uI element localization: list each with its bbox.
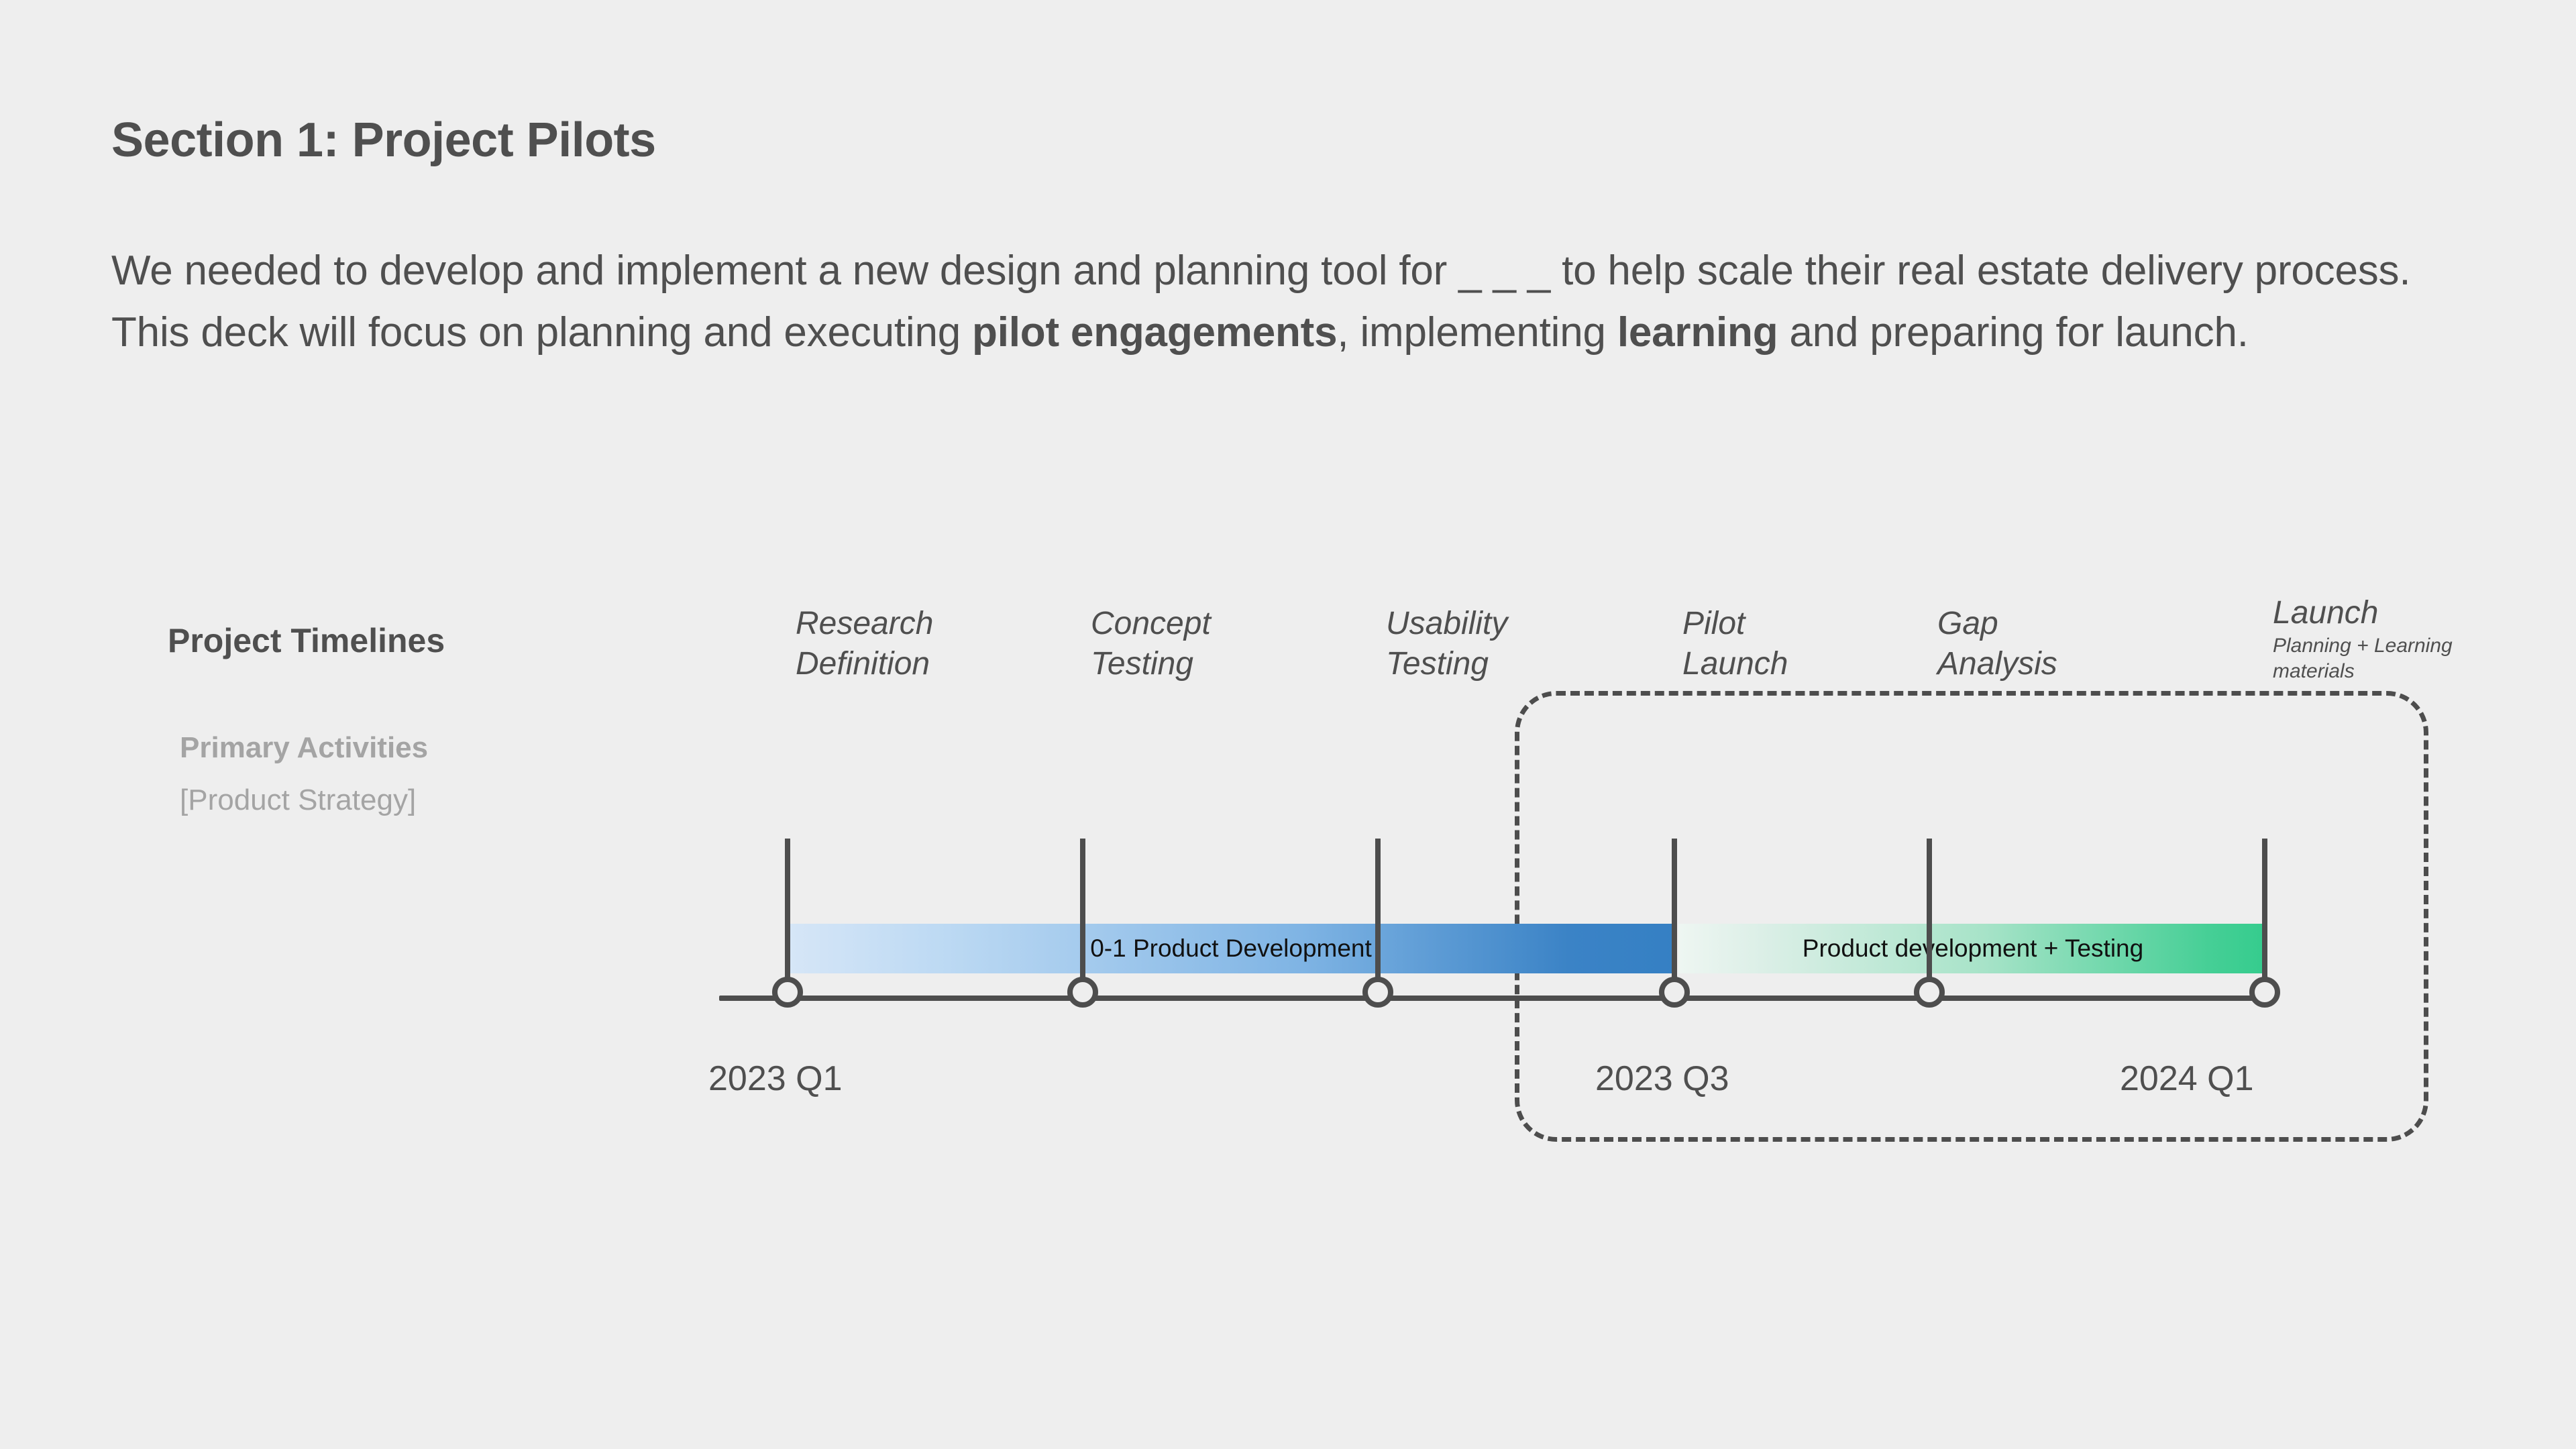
- milestone-stem: [1672, 839, 1677, 983]
- milestone-dot-icon: [1067, 977, 1098, 1008]
- pilot-phase-dashed-region: [1515, 691, 2428, 1142]
- intro-text-part4: and preparing for launch.: [1778, 309, 2249, 356]
- milestone-dot-icon: [1659, 977, 1690, 1008]
- intro-bold-learning: learning: [1617, 309, 1778, 356]
- milestone-sublabel: Planning + Learning materials: [2273, 635, 2453, 682]
- intro-paragraph: We needed to develop and implement a new…: [111, 240, 2446, 364]
- row-label-subtitle: [Product Strategy]: [180, 784, 417, 816]
- phase-bar-label: Product development + Testing: [1802, 934, 2144, 962]
- milestone-dot-icon: [772, 977, 803, 1008]
- axis-tick-label-2024-q1: 2024 Q1: [2120, 1059, 2254, 1098]
- milestone-stem: [1080, 839, 1085, 983]
- intro-text-part1: We needed to develop and implement a new…: [111, 248, 1459, 294]
- row-label-title: Primary Activities: [180, 731, 429, 764]
- milestone-stem: [1927, 839, 1932, 983]
- phase-bar-product-development-testing: Product development + Testing: [1678, 924, 2267, 973]
- intro-bold-pilot-engagements: pilot engagements: [972, 309, 1338, 356]
- milestone-dot-icon: [1362, 977, 1393, 1008]
- milestone-stem: [2262, 839, 2267, 983]
- phase-bar-0-1-product-development: 0-1 Product Development: [788, 924, 1674, 973]
- axis-tick-label-2023-q1: 2023 Q1: [708, 1059, 843, 1098]
- page-title: Section 1: Project Pilots: [111, 113, 656, 167]
- milestone-stem: [785, 839, 790, 983]
- milestone-dot-icon: [1914, 977, 1945, 1008]
- milestone-stem: [1375, 839, 1381, 983]
- phase-bar-label: 0-1 Product Development: [1090, 934, 1372, 962]
- intro-blank: _ _ _: [1458, 248, 1551, 294]
- timeline-row-label: Primary Activities [Product Strategy]: [180, 722, 428, 826]
- timeline-axis-line: [719, 996, 2269, 1001]
- intro-text-part2: to help scale their real estate delivery…: [111, 248, 2411, 356]
- timeline-heading: Project Timelines: [168, 622, 445, 659]
- milestone-dot-icon: [2249, 977, 2280, 1008]
- intro-text-part3: , implementing: [1337, 309, 1617, 356]
- axis-tick-label-2023-q3: 2023 Q3: [1595, 1059, 1729, 1098]
